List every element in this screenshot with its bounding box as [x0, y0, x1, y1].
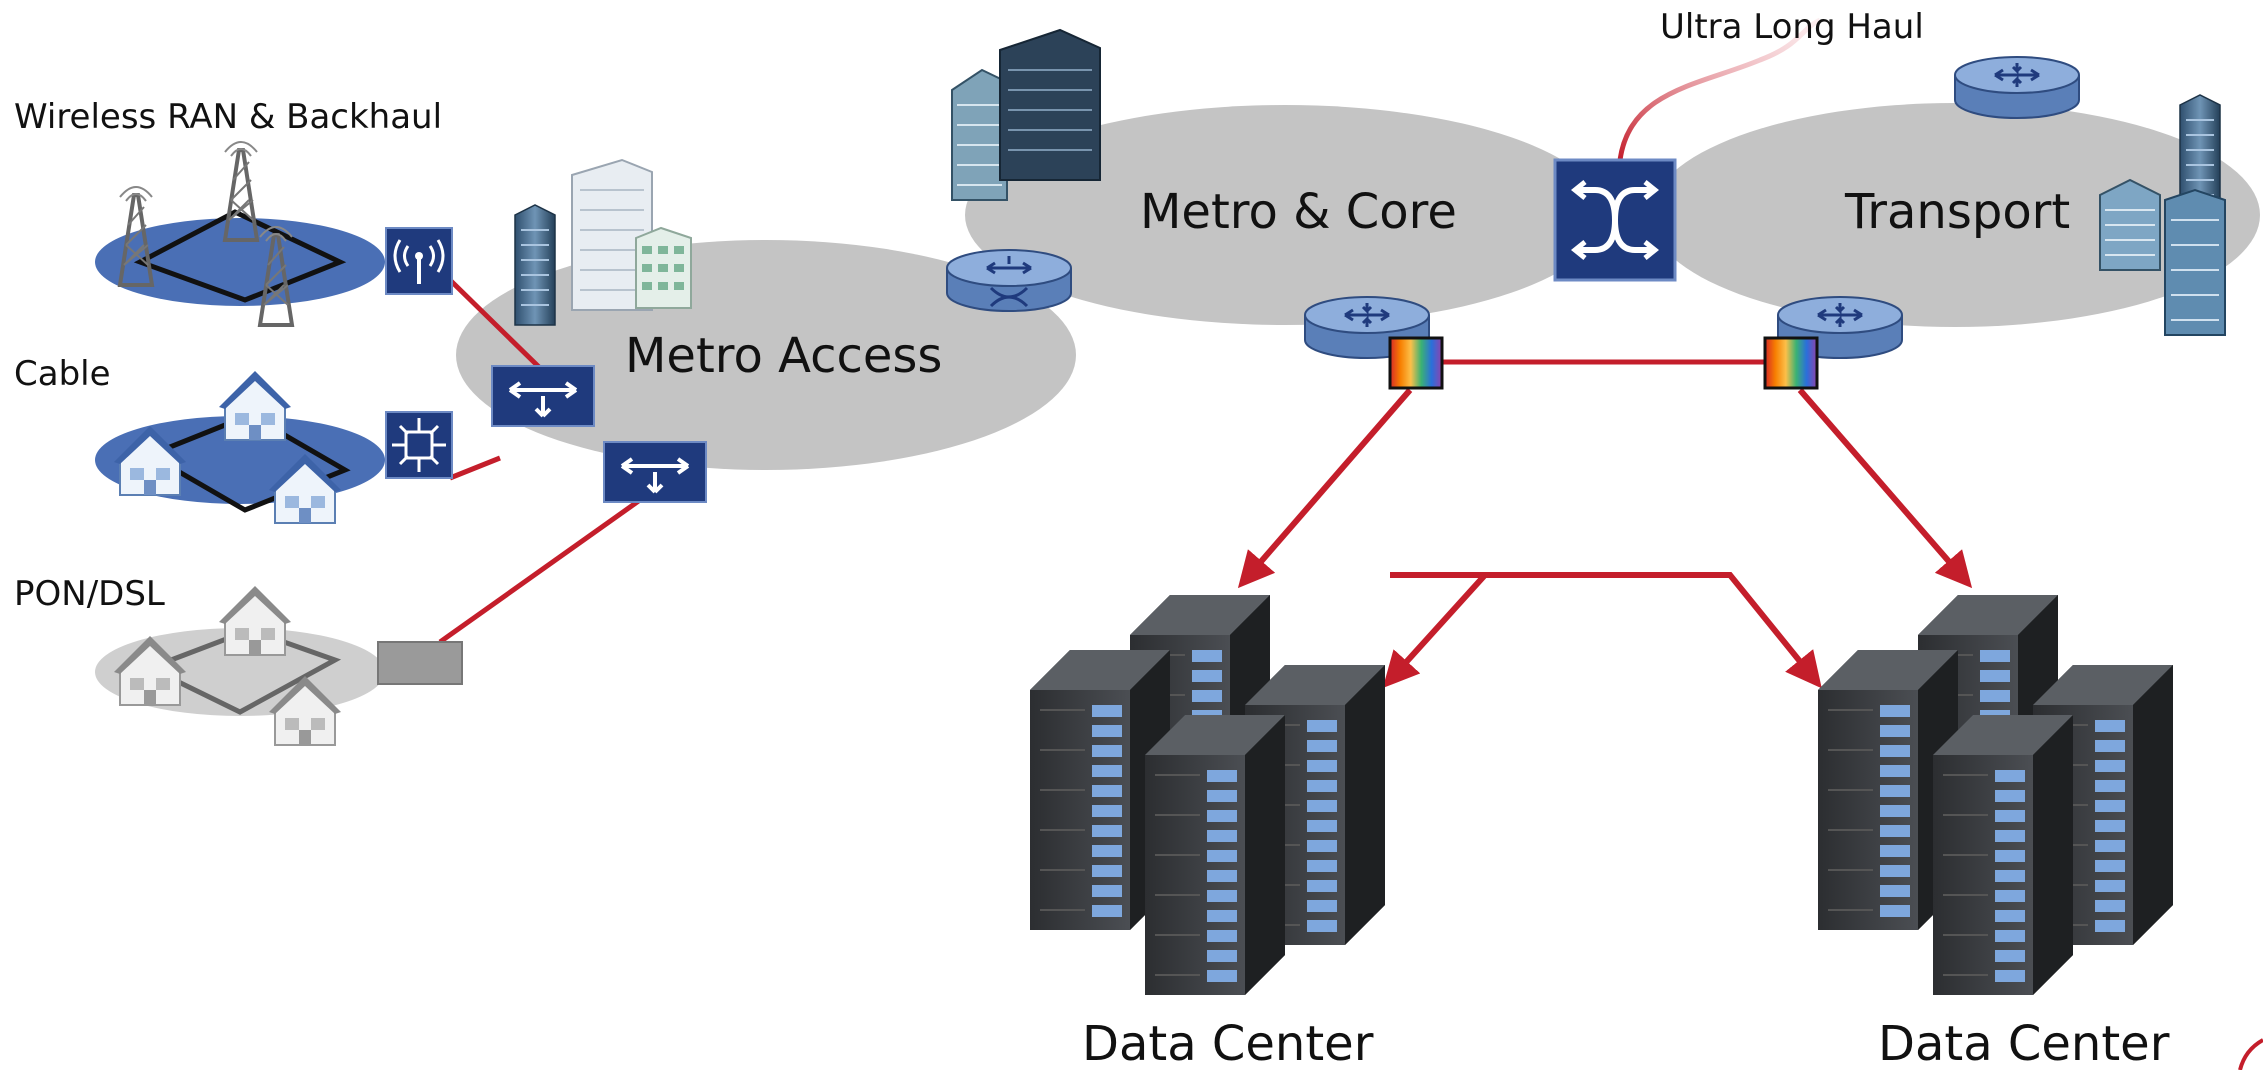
data-center-right-racks [1817, 594, 2174, 996]
pon-olt-icon[interactable] [377, 641, 463, 685]
office-building-icon [2164, 188, 2226, 336]
ultra-long-haul-link [1617, 17, 1822, 161]
wireless-ran-area [95, 218, 385, 306]
house-icon [218, 585, 292, 656]
server-rack-icon [1144, 714, 1286, 996]
optical-cross-connect-icon[interactable] [1553, 158, 1677, 282]
transport-label: Transport [1844, 184, 2070, 240]
metro-core-label: Metro & Core [1140, 184, 1457, 240]
office-building-icon [635, 226, 692, 309]
cable-cluster [113, 370, 351, 524]
metro-access-buildings [514, 158, 692, 326]
pon-cluster [113, 585, 342, 746]
wdm-transceiver-icon [1388, 336, 1444, 390]
wireless-antenna-icon[interactable] [385, 227, 453, 295]
wdm-transceiver-icon [1763, 336, 1819, 390]
ethernet-switch-icon[interactable] [491, 365, 595, 427]
access-links [438, 278, 642, 645]
data-center-left-racks [1029, 594, 1386, 996]
datacenter-links [1237, 388, 1973, 689]
office-building-icon [2099, 178, 2161, 271]
wireless-label: Wireless RAN & Backhaul [14, 97, 442, 137]
optical-router-icon[interactable] [946, 249, 1072, 312]
transport-buildings [2099, 94, 2226, 336]
wireless-ran-cluster [118, 140, 347, 327]
data-center-right-label: Data Center [1878, 1016, 2170, 1070]
metro-access-label: Metro Access [625, 328, 942, 384]
logo-fragment-icon [2238, 1038, 2263, 1070]
metro-core-buildings [951, 28, 1101, 201]
office-building-icon [999, 28, 1101, 181]
data-center-left-label: Data Center [1082, 1016, 1374, 1070]
cable-node-icon[interactable] [385, 411, 453, 479]
ethernet-switch-icon[interactable] [603, 441, 707, 503]
office-building-icon [951, 68, 1008, 201]
house-icon [218, 370, 292, 441]
pon-label: PON/DSL [14, 574, 165, 614]
cable-label: Cable [14, 354, 111, 394]
router-icon[interactable] [1953, 55, 2081, 120]
office-building-icon [514, 204, 556, 326]
server-rack-icon [1932, 714, 2074, 996]
ultra-long-haul-label: Ultra Long Haul [1660, 7, 1924, 47]
metro-core-region [965, 105, 1605, 325]
